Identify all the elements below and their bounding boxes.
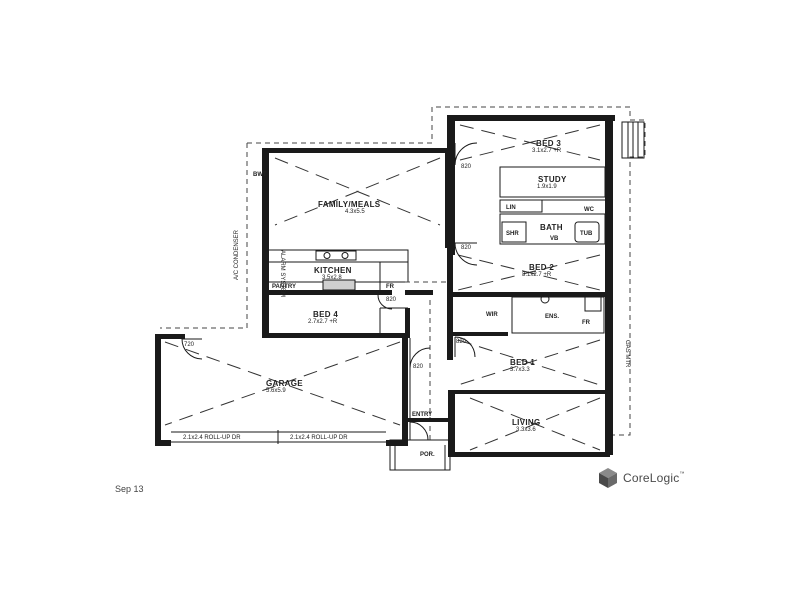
sink <box>315 250 357 261</box>
wall <box>447 115 455 255</box>
wall <box>155 334 161 446</box>
wall <box>262 148 450 153</box>
brand-trademark: ™ <box>679 471 685 477</box>
roller-door-label-2: 2.1x2.4 ROLL-UP DR <box>290 435 348 441</box>
room-dims-family: 4.3x5.5 <box>345 209 365 215</box>
room-name-bed1: BED 1 <box>510 358 535 367</box>
room-name-bed4: BED 4 <box>313 310 338 319</box>
brand-name: CoreLogic™ <box>623 471 685 485</box>
room-name-bed2: BED 2 <box>529 263 554 272</box>
bath-area <box>499 213 606 245</box>
door-width: 820 <box>461 245 472 251</box>
fixture-bwt: BWT <box>253 172 267 178</box>
door-width: 720 <box>184 342 195 348</box>
fixture-wc: WC <box>584 207 595 213</box>
door-width: 820 <box>461 164 472 170</box>
wall <box>455 390 605 394</box>
room-dims-kitchen: 3.5x2.8 <box>322 275 342 281</box>
wall <box>405 290 433 295</box>
room-name-living: LIVING <box>512 418 540 427</box>
wall <box>155 334 185 339</box>
fixture-gas-meter: GAS MTR <box>624 340 630 368</box>
fixture-fridge: FR <box>386 284 395 290</box>
shower <box>501 221 527 243</box>
room-dims-bed1: 3.7x3.3 <box>510 367 530 373</box>
room-name-porch: POR. <box>420 452 435 458</box>
ensuite-area <box>511 296 605 334</box>
study-area <box>499 166 606 198</box>
room-name-wir: WIR <box>486 312 498 318</box>
wall <box>447 250 453 360</box>
room-name-bath: BATH <box>540 223 563 232</box>
listing-date: Sep 13 <box>115 484 144 494</box>
cooktop <box>322 279 356 291</box>
corelogic-logo: CoreLogic™ <box>598 466 685 490</box>
bathtub <box>574 221 600 243</box>
room-name-garage: GARAGE <box>266 379 303 388</box>
room-name-study: STUDY <box>538 175 567 184</box>
roller-door-label-1: 2.1x2.4 ROLL-UP DR <box>183 435 241 441</box>
porch <box>389 439 451 471</box>
wall <box>448 390 455 457</box>
corelogic-cube-icon <box>599 468 617 488</box>
wall <box>262 148 269 333</box>
fixture-linen: LIN <box>506 205 516 211</box>
room-dims-study: 1.9x1.9 <box>537 184 557 190</box>
room-name-family: FAMILY/MEALS <box>318 200 381 209</box>
eave-outline <box>160 106 646 436</box>
door-width: 820 <box>386 297 397 303</box>
wall <box>447 115 615 121</box>
wall <box>605 115 613 455</box>
wall <box>386 440 408 446</box>
fixture-pantry: PANTRY <box>272 284 296 290</box>
room-name-bed3: BED 3 <box>536 139 561 148</box>
fixture-tub: TUB <box>580 231 593 237</box>
door-width: 820 <box>456 339 467 345</box>
room-name-entry: ENTRY <box>412 412 432 418</box>
room-name-ens: ENS. <box>545 314 559 320</box>
room-dims-bed3: 3.1x2.7 +R <box>532 148 562 154</box>
wall <box>405 308 410 338</box>
room-dims-garage: 5.6x5.9 <box>266 388 286 394</box>
wall <box>455 452 610 457</box>
wall <box>155 440 171 446</box>
fixture-fridge-ens: FR <box>582 320 591 326</box>
wall <box>402 338 408 446</box>
room-name-kitchen: KITCHEN <box>314 266 352 275</box>
wall <box>453 292 608 297</box>
room-dims-bed2: 3.1x2.7 +R <box>522 272 552 278</box>
fixture-shower: SHR <box>506 231 519 237</box>
linen-cupboard <box>499 199 543 213</box>
door-width: 820 <box>413 364 424 370</box>
room-dims-bed4: 2.7x2.7 +R <box>308 319 338 325</box>
fixture-ac-condenser: A/C CONDENSER <box>234 229 240 280</box>
wall <box>453 332 508 336</box>
wall <box>408 418 448 422</box>
wall <box>262 290 392 295</box>
room-dims-living: 3.3x3.6 <box>516 427 536 433</box>
fixture-vanity: VB <box>550 236 559 242</box>
fixture-alarm: ALARM SYSTEM <box>279 250 285 297</box>
wall <box>262 333 410 338</box>
